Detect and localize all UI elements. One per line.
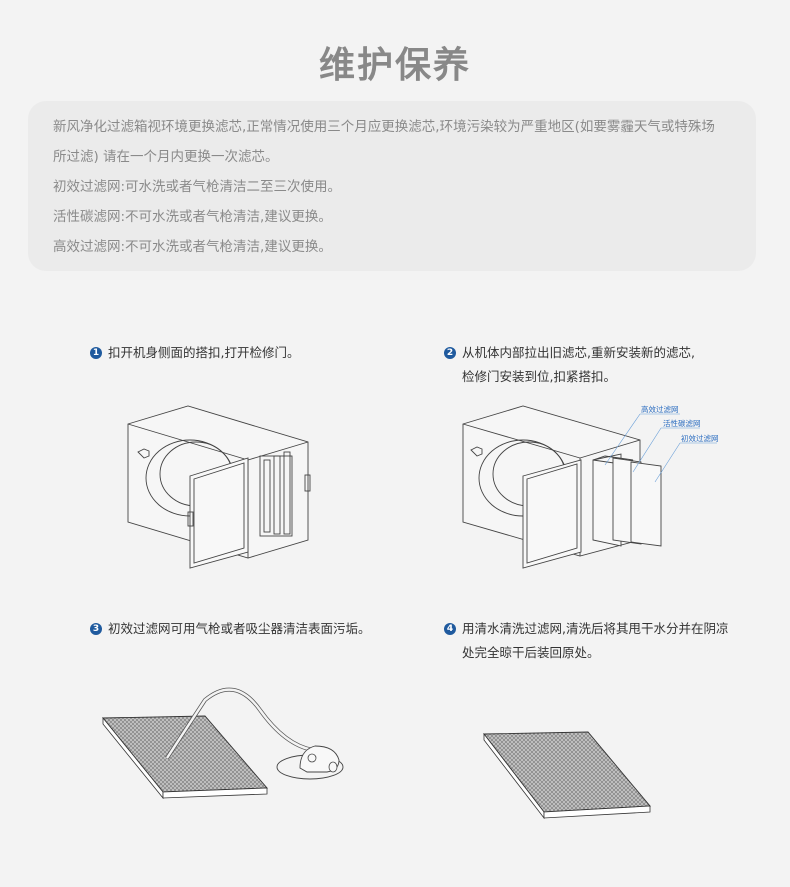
filter-box-open-door-illustration bbox=[127, 405, 311, 569]
step-2: 2 从机体内部拉出旧滤芯,重新安装新的滤芯, 检修门安装到位,扣紧搭扣。 bbox=[444, 341, 695, 389]
notice-line: 所过滤) 请在一个月内更换一次滤芯。 bbox=[53, 149, 279, 165]
step-text-line2: 检修门安装到位,扣紧搭扣。 bbox=[462, 369, 616, 384]
label-hepa-filter: 高效过滤网 bbox=[641, 404, 679, 414]
step-number-badge: 1 bbox=[90, 346, 102, 359]
notice-line: 新风净化过滤箱视环境更换滤芯,正常情况使用三个月应更换滤芯,环境污染较为严重地区… bbox=[53, 119, 715, 135]
step-text: 从机体内部拉出旧滤芯,重新安装新的滤芯, bbox=[462, 345, 695, 360]
notice-line: 高效过滤网:不可水洗或者气枪清洁,建议更换。 bbox=[53, 239, 332, 255]
label-primary-filter: 初效过滤网 bbox=[681, 433, 719, 443]
step-number-badge: 2 bbox=[444, 346, 456, 359]
step-number-badge: 4 bbox=[444, 622, 456, 635]
step-1: 1 扣开机身侧面的搭扣,打开检修门。 bbox=[90, 341, 299, 365]
filter-replacement-illustration: 高效过滤网 活性碳滤网 初效过滤网 bbox=[462, 404, 719, 569]
page-title: 维护保养 bbox=[318, 45, 471, 86]
step-number-badge: 3 bbox=[90, 622, 102, 635]
step-text-line2: 处完全晾干后装回原处。 bbox=[462, 645, 600, 660]
step-text: 扣开机身侧面的搭扣,打开检修门。 bbox=[108, 345, 300, 360]
vacuum-cleaning-illustration bbox=[102, 687, 344, 800]
step-4: 4 用清水清洗过滤网,清洗后将其甩干水分并在阴凉 处完全晾干后装回原处。 bbox=[444, 617, 728, 665]
step-3: 3 初效过滤网可用气枪或者吸尘器清洁表面污垢。 bbox=[90, 617, 371, 641]
label-carbon-filter: 活性碳滤网 bbox=[663, 418, 701, 428]
notice-line: 初效过滤网:可水洗或者气枪清洁二至三次使用。 bbox=[53, 179, 342, 195]
notice-line: 活性碳滤网:不可水洗或者气枪清洁,建议更换。 bbox=[53, 209, 332, 225]
washed-filter-illustration bbox=[483, 731, 651, 820]
step-text: 用清水清洗过滤网,清洗后将其甩干水分并在阴凉 bbox=[462, 621, 729, 636]
step-text: 初效过滤网可用气枪或者吸尘器清洁表面污垢。 bbox=[108, 621, 371, 636]
maintenance-notice-panel: 新风净化过滤箱视环境更换滤芯,正常情况使用三个月应更换滤芯,环境污染较为严重地区… bbox=[28, 101, 756, 271]
